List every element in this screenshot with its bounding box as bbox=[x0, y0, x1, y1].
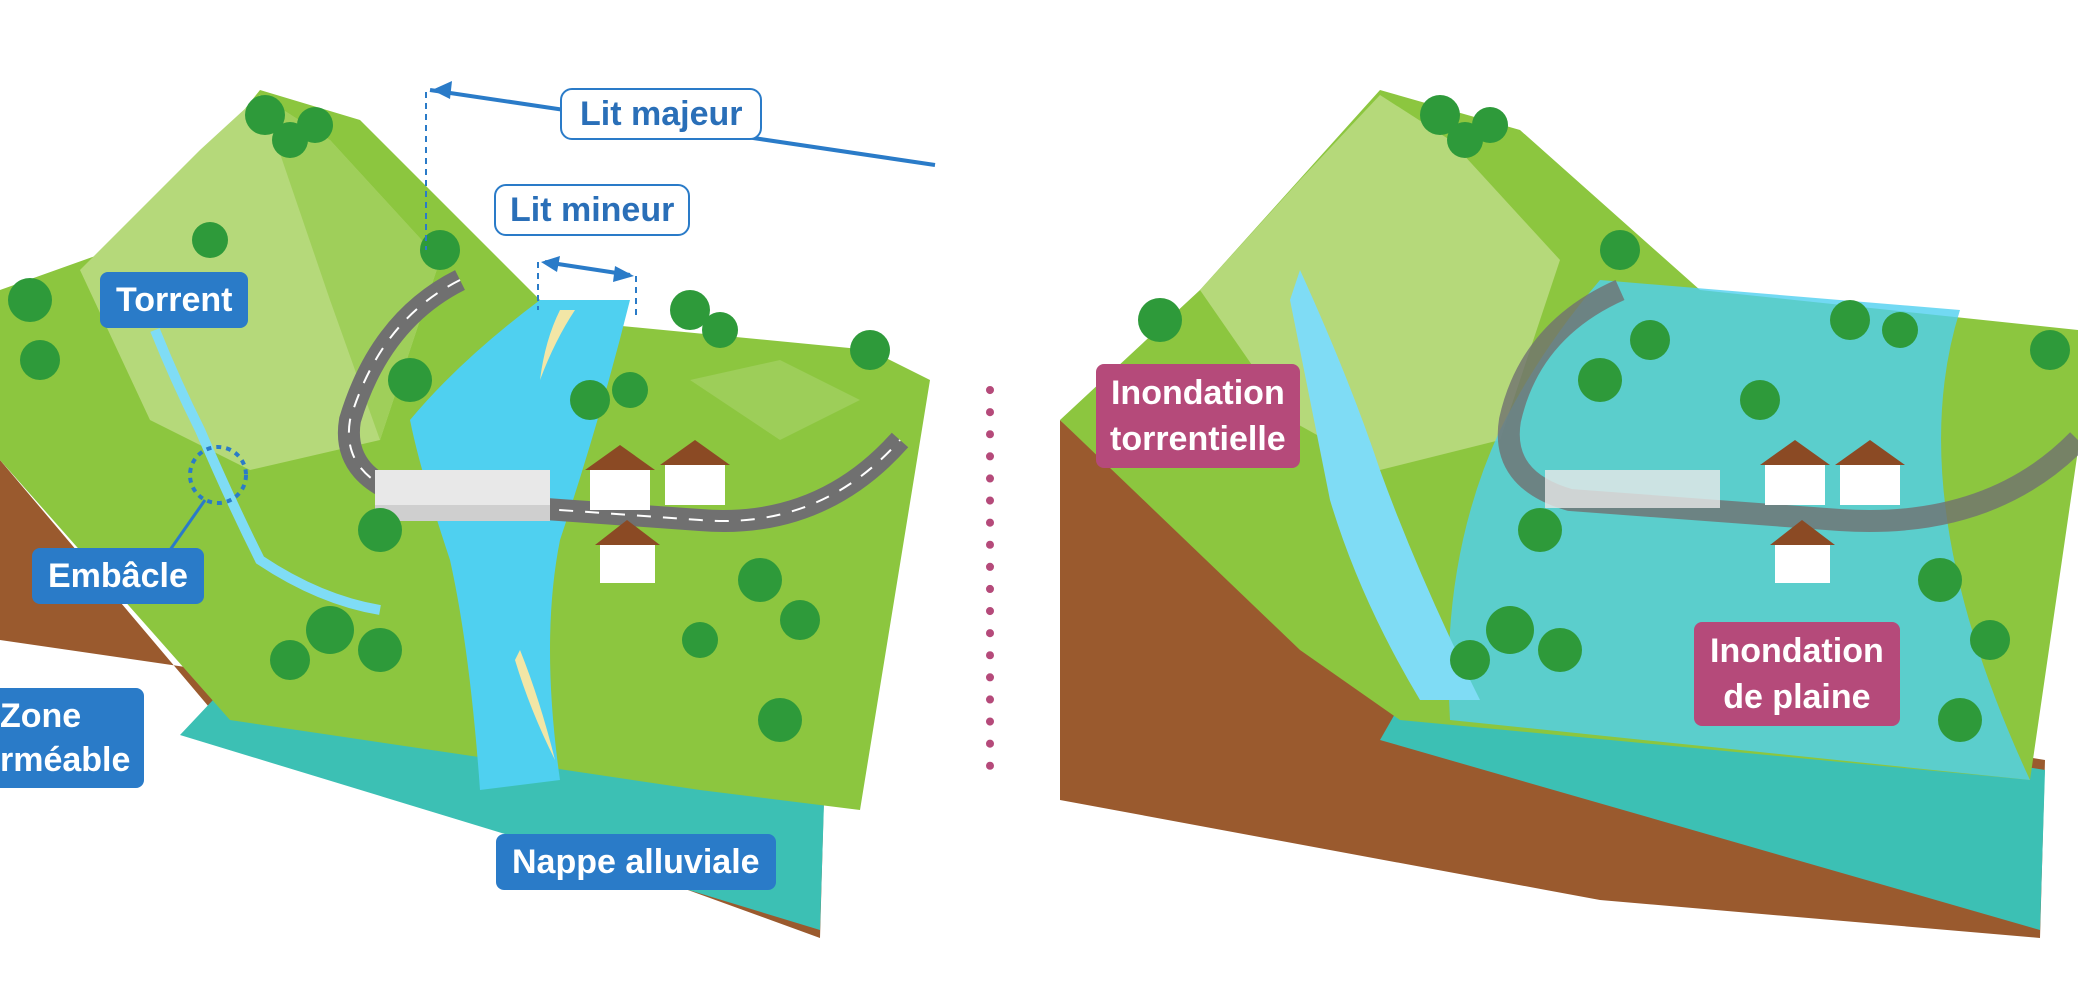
nappe-alluviale-label: Nappe alluviale bbox=[496, 834, 776, 890]
inondation-torrentielle-label: Inondation torrentielle bbox=[1096, 364, 1300, 468]
left-houses bbox=[585, 440, 730, 583]
embacle-label: Embâcle bbox=[32, 548, 204, 604]
left-river bbox=[410, 300, 630, 790]
zone-label-line1: Zone bbox=[0, 697, 82, 735]
embacle-marker bbox=[188, 445, 248, 505]
inondation-torrentielle-line2: torrentielle bbox=[1110, 420, 1286, 458]
inondation-plaine-label: Inondation de plaine bbox=[1694, 622, 1900, 726]
right-groundwater-layer bbox=[1380, 670, 2045, 930]
right-bridge bbox=[1545, 470, 1720, 508]
left-torrent bbox=[150, 328, 381, 615]
zone-label-line2: rméable bbox=[0, 741, 131, 779]
left-bridge bbox=[375, 470, 550, 510]
right-road bbox=[1497, 279, 2078, 532]
right-block-diagram bbox=[1060, 90, 2078, 938]
lit-mineur-label: Lit mineur bbox=[494, 184, 691, 236]
right-torrential-flood bbox=[1290, 270, 1480, 700]
left-field bbox=[690, 360, 860, 440]
left-sandbank bbox=[540, 310, 575, 380]
left-block-diagram bbox=[0, 81, 936, 938]
inondation-torrentielle-line1: Inondation bbox=[1110, 374, 1285, 412]
lit-majeur-label: Lit majeur bbox=[560, 88, 763, 140]
right-trees bbox=[1138, 95, 2070, 742]
left-sandbank-2 bbox=[515, 650, 555, 760]
zone-impermeable-label: Zone rméable bbox=[0, 688, 145, 788]
inondation-plaine-line1: Inondation bbox=[1710, 632, 1884, 670]
left-mountain-shade bbox=[260, 95, 440, 440]
right-houses bbox=[1760, 440, 1905, 583]
inondation-plaine-line2: de plaine bbox=[1723, 678, 1871, 716]
torrent-label: Torrent bbox=[100, 272, 249, 328]
left-trees bbox=[8, 95, 890, 742]
